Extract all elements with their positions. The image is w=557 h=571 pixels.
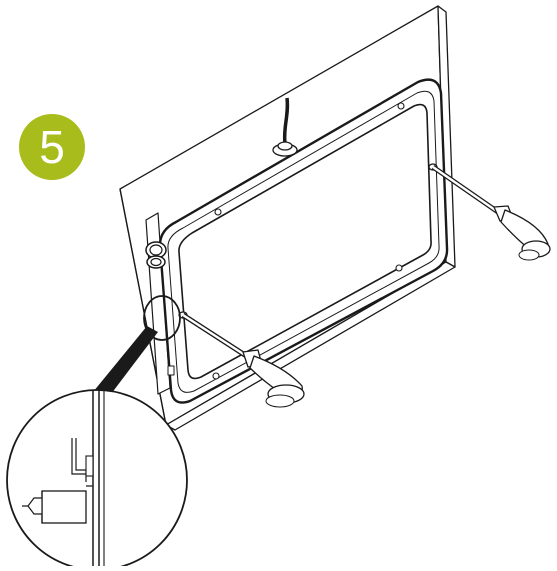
step-number-badge: 5 (19, 114, 85, 180)
screwdriver-left (181, 312, 305, 408)
display-area (178, 103, 432, 380)
mounting-screw (395, 264, 403, 272)
detail-callout (93, 295, 181, 398)
panel-device (145, 78, 449, 404)
side-port (167, 365, 175, 376)
side-connector (145, 241, 167, 269)
mounting-screw (212, 372, 220, 380)
power-cable (272, 97, 298, 157)
screwdriver-right (431, 164, 551, 261)
mounting-screw (214, 208, 222, 216)
detail-marker-circle (143, 295, 181, 341)
magnified-detail-circle (6, 389, 188, 571)
callout-pointer (93, 326, 158, 398)
step-number: 5 (39, 121, 65, 173)
mounting-screw (397, 102, 405, 110)
bezel-inner-frame (167, 90, 440, 393)
